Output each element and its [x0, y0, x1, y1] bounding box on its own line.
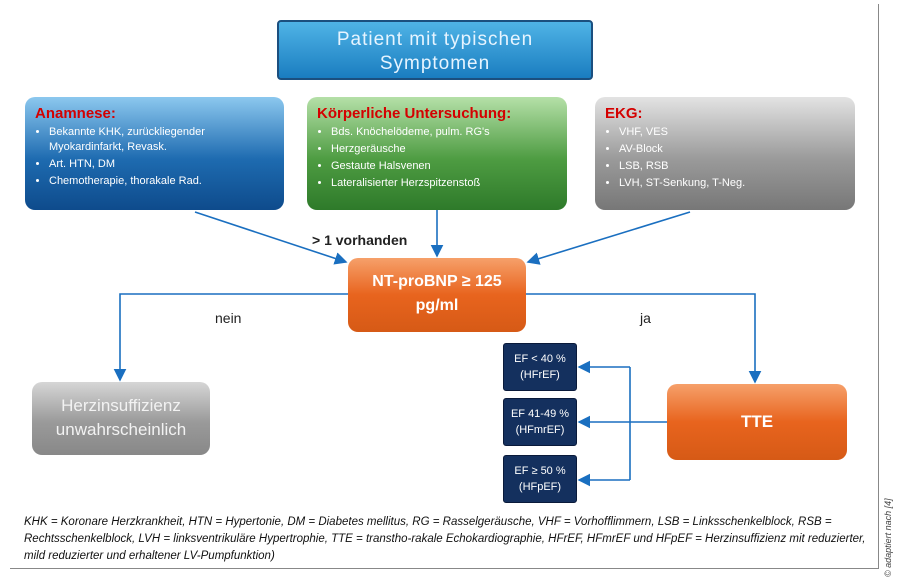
ef-range: EF ≥ 50 % — [514, 465, 566, 477]
ekg-heading: EKG: — [605, 105, 643, 122]
arrow-ekg — [526, 211, 691, 265]
credit-note: © adaptiert nach [4] — [883, 498, 893, 577]
list-item: Art. HTN, DM — [49, 157, 274, 172]
ef-type: (HFrEF) — [520, 369, 560, 381]
tte-box: TTE — [667, 384, 847, 460]
list-item: LSB, RSB — [619, 159, 845, 174]
ef-range: EF < 40 % — [514, 353, 566, 365]
ntprobnp-line1: NT-proBNP ≥ 125 — [372, 273, 502, 290]
list-item: Chemotherapie, thorakale Rad. — [49, 174, 274, 189]
figure-frame — [10, 4, 879, 569]
ntprobnp-box: NT-proBNP ≥ 125 pg/ml — [348, 258, 526, 332]
unlikely-line2: unwahrscheinlich — [55, 420, 187, 439]
ja-label: ja — [640, 310, 651, 326]
arrow-ja — [526, 293, 762, 384]
untersuchung-box: Körperliche Untersuchung: Bds. Knöchelöd… — [307, 97, 567, 210]
ef-type: (HFmrEF) — [515, 424, 565, 436]
unlikely-box: Herzinsuffizienz unwahrscheinlich — [32, 382, 210, 455]
list-item: Gestaute Halsvenen — [331, 159, 557, 174]
arrow-nein — [113, 293, 348, 382]
list-item: Bds. Knöchelödeme, pulm. RG's — [331, 125, 557, 140]
ef-hfmref-box: EF 41-49 % (HFmrEF) — [503, 398, 577, 446]
title-line1: Patient mit typischen — [336, 29, 534, 50]
list-item: LVH, ST-Senkung, T-Neg. — [619, 176, 845, 191]
list-item: Bekannte KHK, zurückliegender Myokardinf… — [49, 125, 274, 155]
untersuchung-heading: Körperliche Untersuchung: — [317, 105, 512, 122]
list-item: AV-Block — [619, 142, 845, 157]
ef-hfref-box: EF < 40 % (HFrEF) — [503, 343, 577, 391]
unlikely-line1: Herzinsuffizienz — [61, 396, 181, 415]
patient-box: Patient mit typischen Symptomen — [277, 20, 593, 80]
ef-type: (HFpEF) — [518, 481, 562, 493]
ekg-box: EKG: VHF, VES AV-Block LSB, RSB LVH, ST-… — [595, 97, 855, 210]
ef-range: EF 41-49 % — [510, 408, 570, 420]
ntprobnp-line2: pg/ml — [415, 297, 459, 314]
ef-hfpef-box: EF ≥ 50 % (HFpEF) — [503, 455, 577, 503]
nein-label: nein — [215, 310, 242, 326]
arrow-anamnese — [194, 211, 348, 265]
abbreviation-legend: KHK = Koronare Herzkrankheit, HTN = Hype… — [24, 516, 866, 562]
criteria-label: > 1 vorhanden — [312, 232, 408, 248]
list-item: Lateralisierter Herzspitzenstoß — [331, 176, 557, 191]
title-line2: Symptomen — [379, 53, 491, 74]
anamnese-box: Anamnese: Bekannte KHK, zurückliegender … — [25, 97, 284, 210]
anamnese-heading: Anamnese: — [35, 105, 116, 122]
list-item: VHF, VES — [619, 125, 845, 140]
list-item: Herzgeräusche — [331, 142, 557, 157]
